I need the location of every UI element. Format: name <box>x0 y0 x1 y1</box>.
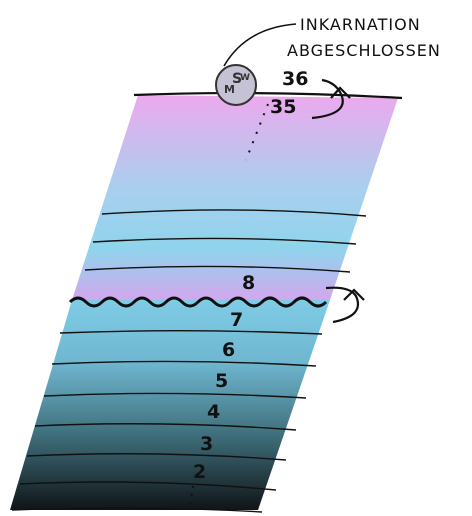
number-36: 36 <box>282 68 308 90</box>
lower-layer-lines <box>11 330 323 513</box>
wavy-divider <box>68 296 328 308</box>
number-3: 3 <box>200 433 213 455</box>
number-2: 2 <box>193 461 206 483</box>
dotted-guide-upper <box>245 103 269 161</box>
annotation-leader-line <box>223 23 297 67</box>
number-7: 7 <box>230 309 243 331</box>
annotation-line-2: ABGESCHLOSSEN <box>287 41 441 60</box>
number-5: 5 <box>215 370 228 392</box>
curved-arrow-top <box>311 78 344 120</box>
upper-layer-lines <box>84 209 367 273</box>
number-35: 35 <box>270 96 296 118</box>
curved-arrow-top-head <box>330 86 351 99</box>
curved-arrow-middle-head <box>343 288 365 301</box>
svg-text:W: W <box>240 73 250 83</box>
msw-logo: M S W <box>215 64 257 106</box>
svg-text:S: S <box>232 71 242 87</box>
number-6: 6 <box>222 339 235 361</box>
upper-section-band <box>72 95 398 300</box>
svg-text:M: M <box>224 83 235 96</box>
curved-arrow-middle <box>325 286 360 324</box>
annotation-line-1: INKARNATION <box>300 15 421 34</box>
lower-section-band <box>10 300 330 510</box>
number-4: 4 <box>207 401 220 423</box>
top-boundary-line <box>133 91 403 100</box>
dotted-guide-lower <box>189 485 194 507</box>
number-8: 8 <box>242 272 255 294</box>
